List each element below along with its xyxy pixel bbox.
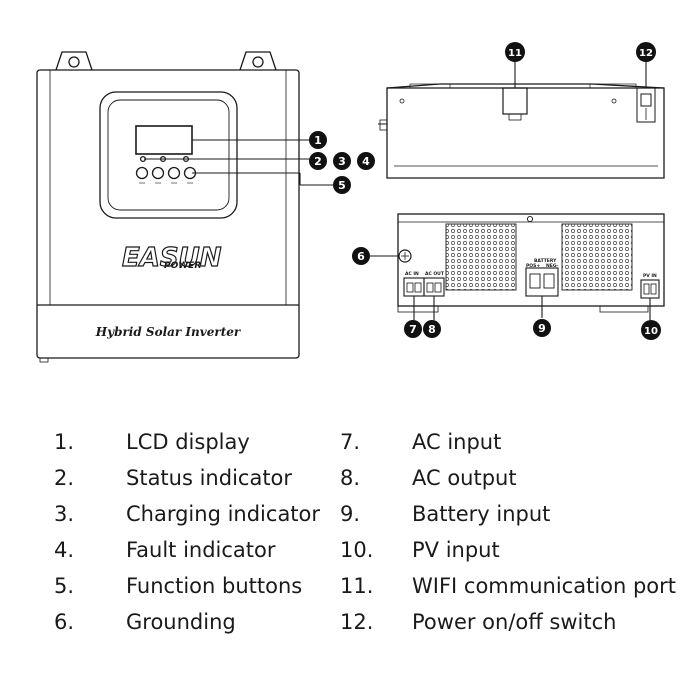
callout-5: 5 xyxy=(333,176,351,194)
svg-text:11: 11 xyxy=(508,48,522,59)
legend-num: 4. xyxy=(54,538,75,562)
svg-text:EASUN: EASUN xyxy=(122,243,222,273)
function-button-2 xyxy=(151,166,165,180)
svg-text:3: 3 xyxy=(338,155,346,168)
callout-6: 6 xyxy=(352,247,370,265)
lcd-screen xyxy=(135,125,193,155)
legend-row: 5. Function buttons 11. WIFI communicati… xyxy=(0,574,695,600)
legend-row: 3. Charging indicator 9. Battery input xyxy=(0,502,695,528)
svg-text:POS+: POS+ xyxy=(526,263,540,269)
top-view xyxy=(378,60,665,179)
callout-9: 9 xyxy=(533,319,551,337)
legend-label: LCD display xyxy=(126,430,250,454)
svg-text:10: 10 xyxy=(644,326,658,337)
callout-2: 2 xyxy=(309,152,327,170)
svg-text:5: 5 xyxy=(338,179,346,192)
callout-12: 12 xyxy=(636,42,656,62)
model-label: Hybrid Solar Inverter xyxy=(95,325,242,339)
svg-text:PV IN: PV IN xyxy=(643,273,657,279)
legend-num: 1. xyxy=(54,430,75,454)
callout-11: 11 xyxy=(505,42,525,62)
display-bezel xyxy=(99,91,238,219)
function-button-3 xyxy=(167,166,181,180)
fan-right xyxy=(561,223,633,291)
svg-text:NEG-: NEG- xyxy=(546,263,559,269)
callout-1: 1 xyxy=(309,131,327,149)
front-view xyxy=(36,51,333,363)
function-button-1 xyxy=(135,166,149,180)
legend-label: Status indicator xyxy=(126,466,293,490)
svg-text:BATTERY: BATTERY xyxy=(534,258,557,264)
legend-num: 9. xyxy=(340,502,361,526)
legend-label: Grounding xyxy=(126,610,236,634)
panel-labels: BATTERY POS+ NEG- AC IN AC OUT PV IN xyxy=(405,258,657,279)
legend-label: WIFI communication port xyxy=(412,574,677,598)
svg-text:AC IN: AC IN xyxy=(405,271,419,277)
svg-text:2: 2 xyxy=(314,155,322,168)
bottom-view xyxy=(370,213,665,320)
legend-label: AC input xyxy=(412,430,502,454)
mounting-ear-right xyxy=(239,51,277,71)
legend-label: Power on/off switch xyxy=(412,610,617,634)
legend-num: 2. xyxy=(54,466,75,490)
legend-num: 10. xyxy=(340,538,374,562)
legend-num: 3. xyxy=(54,502,75,526)
legend-num: 11. xyxy=(340,574,374,598)
callout-3: 3 xyxy=(333,152,351,170)
svg-text:1: 1 xyxy=(314,134,322,147)
callout-8: 8 xyxy=(423,320,441,338)
legend-num: 7. xyxy=(340,430,361,454)
legend-label: PV input xyxy=(412,538,500,562)
legend-row: 2. Status indicator 8. AC output xyxy=(0,466,695,492)
svg-text:4: 4 xyxy=(362,155,370,168)
legend-label: Charging indicator xyxy=(126,502,321,526)
legend: 1. LCD display 7. AC input 2. Status ind… xyxy=(0,424,695,654)
legend-row: 4. Fault indicator 10. PV input xyxy=(0,538,695,564)
legend-label: Fault indicator xyxy=(126,538,276,562)
svg-text:6: 6 xyxy=(357,250,365,263)
legend-label: Battery input xyxy=(412,502,551,526)
legend-label: AC output xyxy=(412,466,517,490)
front-leaders xyxy=(144,139,333,186)
legend-num: 6. xyxy=(54,610,75,634)
brand-logo: EASUN POWER xyxy=(121,242,222,273)
callout-10: 10 xyxy=(641,320,661,340)
legend-num: 12. xyxy=(340,610,374,634)
inverter-diagram: EASUN POWER Hybrid Solar Inverter xyxy=(36,42,665,363)
wifi-port xyxy=(502,87,528,115)
fan-left xyxy=(445,223,517,291)
legend-row: 6. Grounding 12. Power on/off switch xyxy=(0,610,695,636)
battery-terminal xyxy=(525,267,559,297)
callout-4: 4 xyxy=(357,152,375,170)
svg-text:POWER: POWER xyxy=(164,261,201,271)
legend-num: 8. xyxy=(340,466,361,490)
callout-badges: 1 2 3 4 5 6 7 8 9 10 11 12 xyxy=(309,42,661,340)
svg-text:AC OUT: AC OUT xyxy=(425,271,445,277)
svg-text:9: 9 xyxy=(538,322,546,335)
legend-row: 1. LCD display 7. AC input xyxy=(0,430,695,456)
svg-text:7: 7 xyxy=(409,323,417,336)
svg-text:12: 12 xyxy=(639,48,653,59)
front-body xyxy=(36,69,300,359)
mounting-ear-left xyxy=(55,51,93,71)
callout-7: 7 xyxy=(404,320,422,338)
legend-num: 5. xyxy=(54,574,75,598)
legend-label: Function buttons xyxy=(126,574,303,598)
svg-text:8: 8 xyxy=(428,323,436,336)
